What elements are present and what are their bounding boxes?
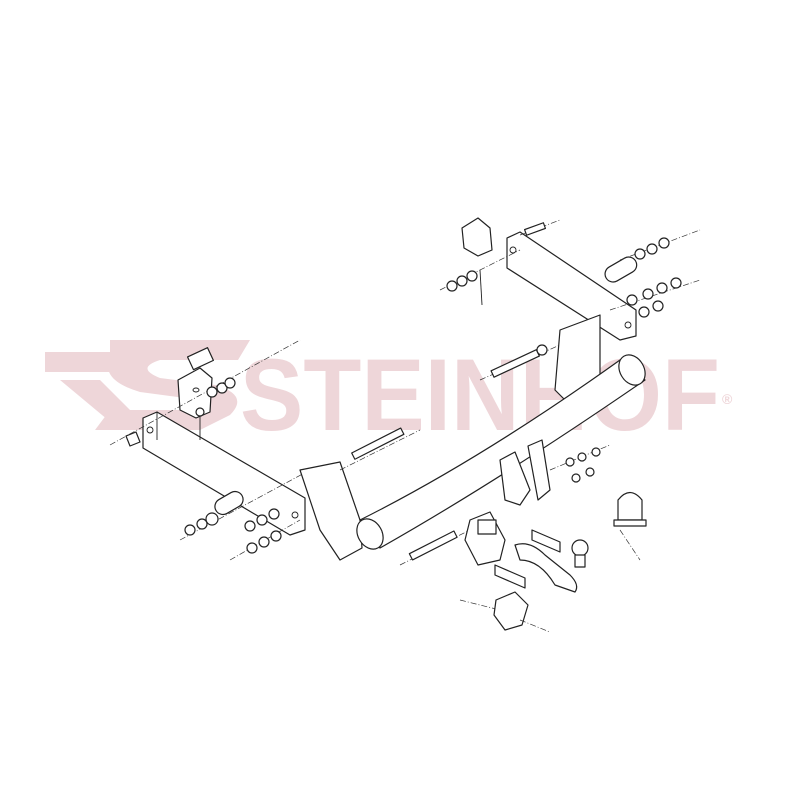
crossbar-bolts	[339, 344, 611, 566]
steinhof-watermark: STEINHOF ®	[45, 338, 733, 452]
registered-mark: ®	[722, 391, 733, 407]
right-side-bracket	[461, 217, 638, 341]
steinhof-logo-swoosh-icon	[45, 340, 250, 430]
electrical-bracket	[459, 591, 551, 633]
socket-plate	[464, 511, 506, 566]
watermark-brand-text: STEINHOF	[240, 338, 720, 452]
left-fasteners	[109, 339, 311, 561]
crossbar-tube	[299, 314, 646, 561]
left-side-bracket	[142, 347, 306, 536]
right-fasteners	[439, 219, 701, 318]
ball-cover	[613, 491, 647, 561]
tow-ball-neck	[494, 529, 589, 593]
